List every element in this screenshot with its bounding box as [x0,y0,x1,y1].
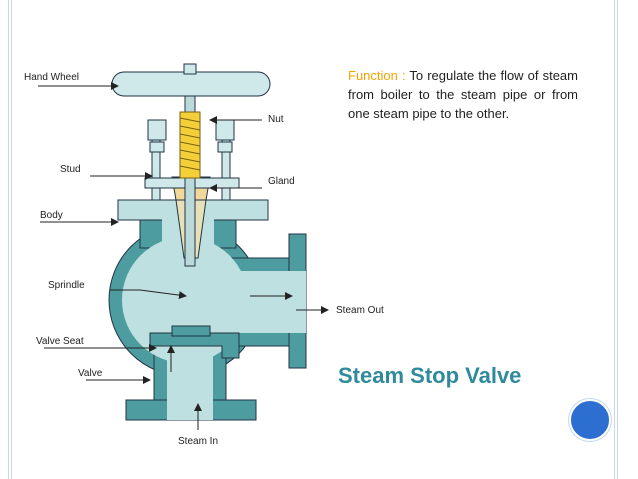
function-label: Function : [348,68,406,83]
function-description: Function : To regulate the flow of steam… [348,66,578,123]
label-nut: Nut [268,114,284,125]
left-border-line [8,0,9,479]
label-valve: Valve [78,368,103,379]
label-gland: Gland [268,176,295,187]
label-steam-out: Steam Out [336,305,384,316]
label-valve-seat: Valve Seat [36,336,84,347]
hand-wheel [111,63,271,97]
slide-title: Steam Stop Valve [338,363,522,388]
label-sprindle: Sprindle [48,280,85,291]
label-body: Body [40,210,63,221]
decorative-circle [569,399,611,441]
label-hand-wheel: Hand Wheel [24,72,79,83]
flow-arrows [139,289,293,372]
right-border-line-inner [617,0,618,479]
label-stud: Stud [60,164,81,175]
right-border-line [614,0,615,479]
valve-body [108,199,307,421]
left-border-line-inner [11,0,12,479]
leader-lines [38,82,329,430]
spindle [179,85,201,267]
function-body: To regulate the flow of steam from boile… [348,68,578,121]
part-labels: Hand Wheel Nut Stud Gland Body Sprindle … [24,72,384,447]
label-steam-in: Steam In [178,436,218,447]
